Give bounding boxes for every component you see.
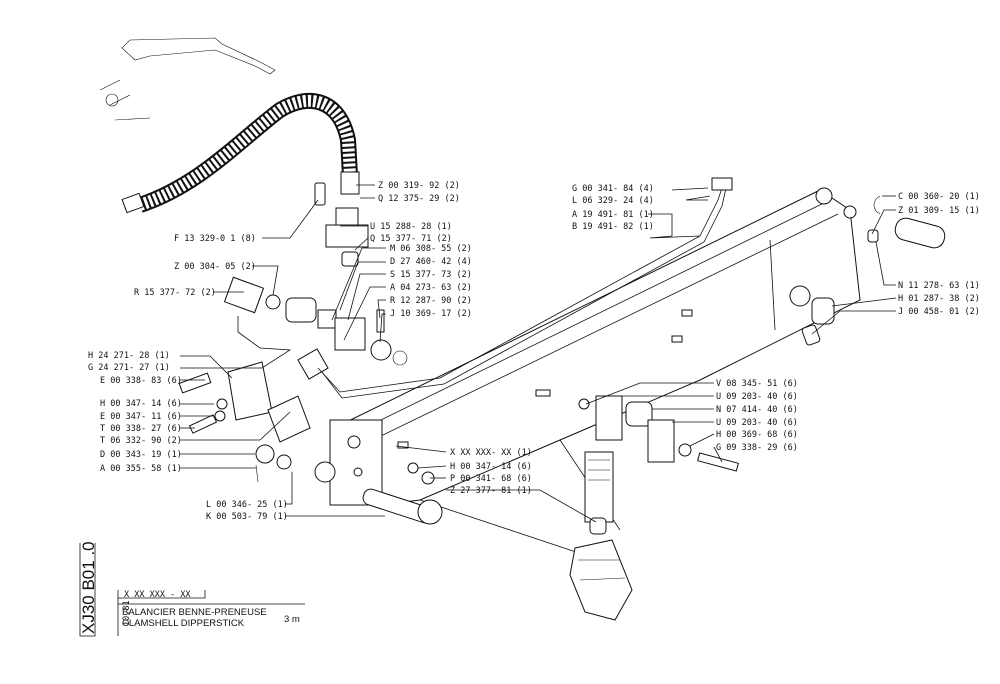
dipperstick-arm bbox=[314, 187, 861, 561]
label-z00304: Z 00 304- 05 (2) bbox=[174, 262, 256, 272]
label-l00346: L 00 346- 25 (1) bbox=[206, 500, 288, 510]
label-q15377: Q 15 377- 71 (2) bbox=[370, 234, 452, 244]
label-xxx: X XX XXX- XX (1) bbox=[450, 448, 532, 458]
label-b19491: B 19 491- 82 (1) bbox=[572, 222, 654, 232]
hydraulic-hose bbox=[121, 92, 360, 214]
leader-lines bbox=[180, 184, 897, 523]
mounting-brackets bbox=[178, 361, 311, 483]
label-a19491: A 19 491- 81 (1) bbox=[572, 210, 654, 220]
title-block: XJ30 B01 .0 X XX XXX - XX 10.81 BALANCIE… bbox=[79, 541, 305, 637]
label-q12375: Q 12 375- 29 (2) bbox=[378, 194, 460, 204]
right-pin-parts bbox=[801, 195, 946, 346]
label-v08345: V 08 345- 51 (6) bbox=[716, 379, 798, 389]
label-t06332: T 06 332- 90 (2) bbox=[100, 436, 182, 446]
label-z00319: Z 00 319- 92 (2) bbox=[378, 181, 460, 191]
label-h00347b: H 00 347- 14 (6) bbox=[450, 462, 532, 472]
ref-box: X XX XXX - XX bbox=[124, 590, 191, 600]
label-j10369: J 10 369- 17 (2) bbox=[390, 309, 472, 319]
label-h24271: H 24 271- 28 (1) bbox=[88, 351, 170, 361]
label-p00341: P 00 341- 68 (6) bbox=[450, 474, 532, 484]
label-u09203a: U 09 203- 40 (6) bbox=[716, 392, 798, 402]
label-u15288: U 15 288- 28 (1) bbox=[370, 222, 452, 232]
part-labels: Z 00 319- 92 (2) Q 12 375- 29 (2) F 13 3… bbox=[88, 181, 980, 522]
label-h00347a: H 00 347- 14 (6) bbox=[100, 399, 182, 409]
label-h00369: H 00 369- 68 (6) bbox=[716, 430, 798, 440]
label-u09203b: U 09 203- 40 (6) bbox=[716, 418, 798, 428]
label-d27460: D 27 460- 42 (4) bbox=[390, 257, 472, 267]
label-e00338: E 00 338- 83 (6) bbox=[100, 376, 182, 386]
drawing-size: 3 m bbox=[284, 614, 300, 625]
label-k00503: K 00 503- 79 (1) bbox=[206, 512, 288, 522]
label-l06329: L 06 329- 24 (4) bbox=[572, 196, 654, 206]
label-c00360: C 00 360- 20 (1) bbox=[898, 192, 980, 202]
label-r12287: R 12 287- 90 (2) bbox=[390, 296, 472, 306]
label-g24271: G 24 271- 27 (1) bbox=[88, 363, 170, 373]
title-fr: BALANCIER BENNE-PRENEUSE bbox=[122, 607, 267, 618]
drawing-date: 10.81 bbox=[122, 600, 132, 626]
lower-pin bbox=[362, 462, 443, 525]
label-m06308: M 06 308- 55 (2) bbox=[390, 244, 472, 254]
label-a04273: A 04 273- 63 (2) bbox=[390, 283, 472, 293]
clamp-blocks bbox=[578, 395, 739, 472]
label-e00347: E 00 347- 11 (6) bbox=[100, 412, 182, 422]
label-r15377: R 15 377- 72 (2) bbox=[134, 288, 216, 298]
label-g09338: G 09 338- 29 (6) bbox=[716, 443, 798, 453]
label-z01309: Z 01 309- 15 (1) bbox=[898, 206, 980, 216]
label-n07414: N 07 414- 40 (6) bbox=[716, 405, 798, 415]
pipe-line bbox=[317, 177, 733, 399]
title-en: CLAMSHELL DIPPERSTICK bbox=[122, 618, 245, 629]
label-z27377: Z 27 377- 81 (1) bbox=[450, 486, 532, 496]
label-d00343: D 00 343- 19 (1) bbox=[100, 450, 182, 460]
drawing-code: XJ30 B01 .0 bbox=[79, 541, 98, 634]
boom-tip-sketch bbox=[99, 37, 276, 121]
bucket-linkage bbox=[569, 451, 633, 621]
label-f13329: F 13 329-0 1 (8) bbox=[174, 234, 256, 244]
label-a00355: A 00 355- 58 (1) bbox=[100, 464, 182, 474]
fitting-cluster bbox=[223, 182, 408, 380]
label-j00458: J 00 458- 01 (2) bbox=[898, 307, 980, 317]
label-h01287: H 01 287- 38 (2) bbox=[898, 294, 980, 304]
label-n11278: N 11 278- 63 (1) bbox=[898, 281, 980, 291]
label-g00341: G 00 341- 84 (4) bbox=[572, 184, 654, 194]
label-t00338: T 00 338- 27 (6) bbox=[100, 424, 182, 434]
label-s15377: S 15 377- 73 (2) bbox=[390, 270, 472, 280]
